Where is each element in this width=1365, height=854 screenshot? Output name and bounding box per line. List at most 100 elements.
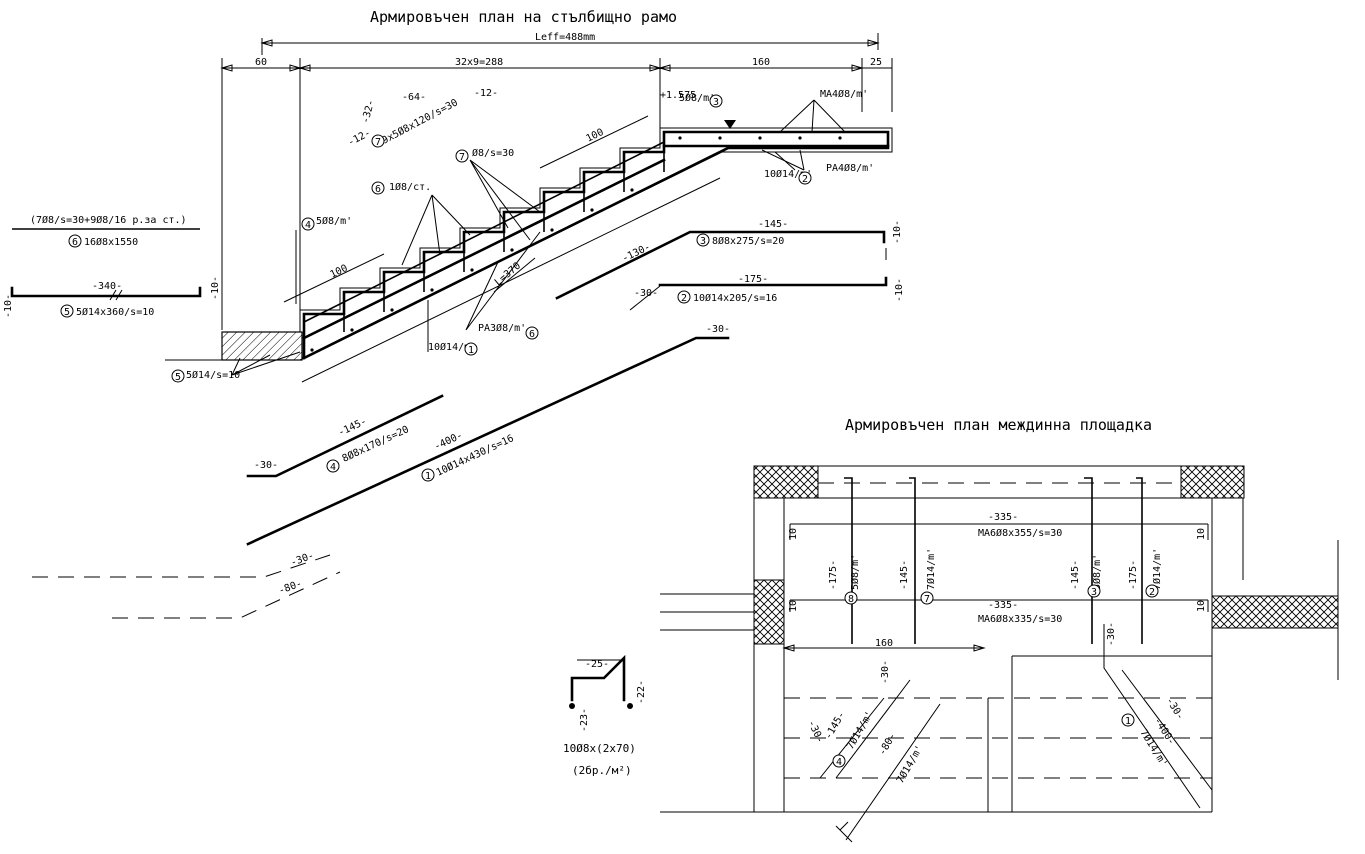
chair-right: -22- [636, 680, 647, 704]
svg-text:6: 6 [375, 184, 381, 195]
stair-flight [165, 99, 893, 383]
marker-7b [455, 149, 469, 163]
bar-1-top: -30- [706, 324, 730, 335]
landing-v3-length: -145- [1070, 560, 1081, 590]
marker-4 [301, 217, 315, 231]
landing-v2-label: 7Ø14/m' [1151, 548, 1163, 590]
landing-ma-bottom: MA6Ø8x335/s=30 [978, 613, 1062, 625]
svg-text:7: 7 [375, 137, 381, 148]
rebar-7b-label: Ø8/s=30 [472, 147, 514, 159]
landing-145: -145- [823, 710, 848, 742]
bar-6-note: (7Ø8/s=30+9Ø8/16 р.за ст.) [30, 214, 187, 226]
bar-5-hook-left: -10- [3, 294, 14, 318]
landing-v2-length: -175- [1128, 560, 1139, 590]
bar-6-schedule: (7Ø8/s=30+9Ø8/16 р.за ст.) 6 16Ø8x1550 [12, 214, 200, 248]
dim-60: 60 [255, 57, 267, 68]
chair-top: -25- [585, 659, 609, 670]
svg-text:7: 7 [459, 152, 465, 163]
dim-32: -32- [360, 99, 377, 125]
svg-text:5: 5 [175, 372, 181, 383]
bar-5-length: -340- [92, 281, 122, 292]
landing-10-c: 10 [788, 600, 799, 612]
landing-30-b: -30- [1106, 622, 1117, 646]
marker-6 [371, 181, 385, 195]
svg-text:7: 7 [924, 594, 930, 605]
marker-6b [525, 326, 539, 340]
marker-2b [1145, 584, 1159, 598]
dim-12a: -12- [346, 128, 372, 149]
rebar-3-label: 5Ø8/m' [679, 92, 715, 104]
svg-text:3: 3 [700, 236, 706, 247]
bar-5-schedule: -340- -10- -10- 5 5Ø14x360/s=10 [3, 276, 221, 318]
dimension-lines-top [220, 33, 893, 330]
svg-text:2: 2 [802, 174, 808, 185]
dim-160: 160 [752, 57, 770, 68]
leff-dimension: Leff=488mm [535, 32, 595, 43]
rebar-7a-label: 9x5Ø8x120/s=30 [380, 96, 460, 146]
bar-3-length: -145- [758, 219, 788, 230]
chair-note: (2бр./м²) [572, 764, 632, 777]
landing-v8-label: 5Ø8/m' [849, 554, 861, 590]
bar-3-label: 8Ø8x275/s=20 [712, 235, 784, 247]
rebar-1-label: 10Ø14/m' [428, 341, 476, 353]
bar-3-hook: -10- [892, 220, 903, 244]
marker-8 [844, 591, 858, 605]
svg-text:6: 6 [72, 237, 78, 248]
landing-plan [660, 465, 1339, 843]
svg-text:2: 2 [681, 293, 687, 304]
landing-ma-top: MA6Ø8x355/s=30 [978, 527, 1062, 539]
landing-v3-label: 5Ø8/m' [1091, 554, 1103, 590]
marker-4b [832, 754, 846, 768]
rebar-5-label: 5Ø14/s=10 [186, 369, 240, 381]
marker-3 [709, 94, 723, 108]
lower-80: -80- [277, 578, 303, 597]
chair-detail: -25- -23- -22- 10Ø8x(2x70) (2бр./м²) [563, 654, 647, 777]
marker-5 [171, 369, 185, 383]
dim-25: 25 [870, 57, 882, 68]
bar-5-label: 5Ø14x360/s=10 [76, 306, 154, 318]
bar-3-schedule: -145- -10- -130- 3 8Ø8x275/s=20 [555, 219, 903, 300]
chair-label: 10Ø8x(2x70) [563, 742, 636, 755]
landing-title: Армировъчен план междинна площадка [845, 416, 1152, 434]
landing-s4-label: 7Ø14/m' [844, 709, 875, 752]
svg-text:1: 1 [1125, 716, 1131, 727]
lower-30: -30- [289, 550, 315, 569]
bar-2-hook: -10- [894, 278, 905, 302]
dim-288: 32x9=288 [455, 57, 503, 68]
bar-1-schedule: -30- -400- 1 10Ø14x430/s=16 [246, 324, 730, 546]
landing-dim-335-bottom: -335- [988, 600, 1018, 611]
marker-1 [464, 342, 478, 356]
svg-text:4: 4 [836, 757, 842, 768]
dim-100-bottom: 100 [328, 263, 349, 281]
landing-10-a: 10 [788, 528, 799, 540]
dim-64: -64- [402, 92, 426, 103]
landing-10-d: 10 [1196, 600, 1207, 612]
rebar-pa4-label: PA4Ø8/m' [826, 162, 874, 174]
rebar-4-label: 5Ø8/m' [316, 215, 352, 227]
svg-text:3: 3 [713, 97, 719, 108]
rebar-pa3-label: PA3Ø8/m' [478, 322, 526, 334]
bar-2-length: -175- [738, 274, 768, 285]
marker-7a [371, 134, 385, 148]
landing-10-b: 10 [1196, 528, 1207, 540]
dim-12b: -12- [474, 88, 498, 99]
landing-dim-160: 160 [875, 638, 893, 649]
stair-flight-title: Армировъчен план на стълбищно рамо [370, 8, 677, 26]
svg-text:2: 2 [1149, 587, 1155, 598]
landing-right-30: -30- [1163, 696, 1185, 722]
bar-4-bottom: -30- [254, 460, 278, 471]
landing-v7-label: 7Ø14/m' [925, 548, 937, 590]
svg-text:6: 6 [529, 329, 535, 340]
landing-30-c: -30- [805, 719, 825, 745]
bar-3-slope: -130- [620, 242, 652, 265]
svg-text:4: 4 [305, 220, 311, 231]
level-mark: +1.575 [660, 90, 696, 101]
svg-text:1: 1 [425, 471, 431, 482]
lower-dashed-lines: -30- -80- [32, 550, 341, 619]
length-370: L=370 [493, 261, 523, 289]
bar-4-schedule: -30- -145- 4 8Ø8x170/s=20 [246, 394, 444, 478]
svg-text:4: 4 [330, 462, 336, 473]
rebar-6-label: 1Ø8/ст. [389, 181, 431, 193]
landing-80: -80- [877, 731, 899, 757]
